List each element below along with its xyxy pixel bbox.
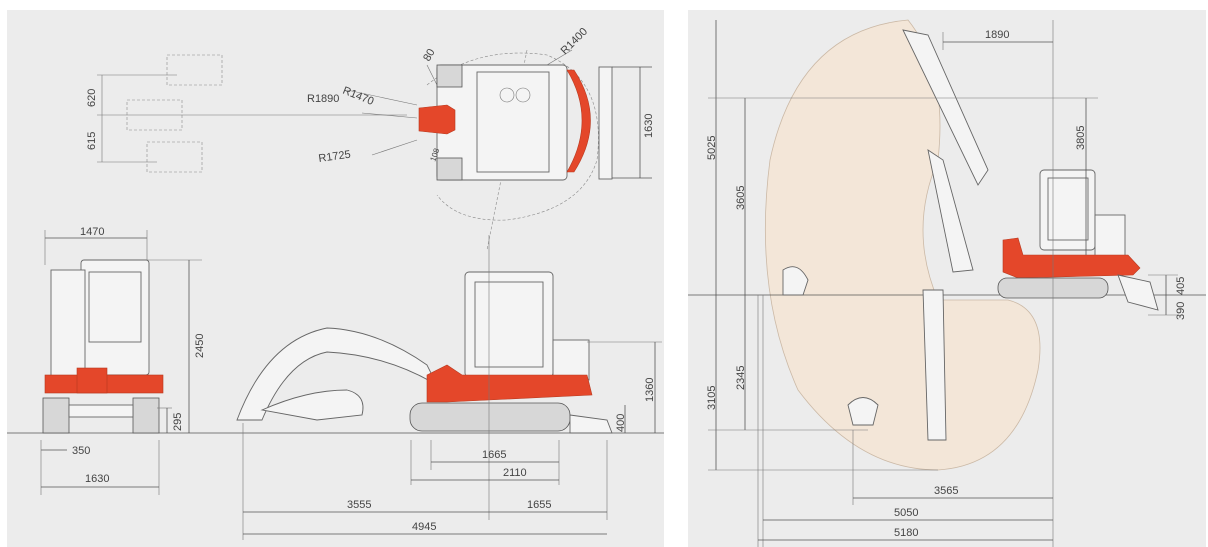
top-radius-label-1: R1470 [341, 85, 376, 108]
left-drawing-panel: R1470 R1890 R1725 R1400 80 620 615 1630 … [7, 10, 664, 547]
working-range-drawing [688, 19, 1206, 547]
side-track-height-label: 400 [615, 414, 627, 432]
range-blade-lower-label: 390 [1175, 302, 1187, 320]
right-drawing-svg: 5025 3605 3105 2345 3805 405 390 1890 35… [688, 19, 1206, 547]
right-drawing-panel: 5025 3605 3105 2345 3805 405 390 1890 35… [688, 10, 1206, 547]
top-radius-label-2: R1890 [307, 93, 339, 105]
front-height-label: 2450 [194, 334, 206, 358]
side-front-length-label: 3555 [347, 499, 371, 511]
top-radius-label-4: R1400 [559, 26, 590, 57]
range-reach-depth-label: 3565 [934, 485, 958, 497]
side-height-label: 1360 [644, 378, 656, 402]
top-offset-label-1: 620 [86, 89, 98, 107]
range-reach-ground-label: 5050 [894, 507, 918, 519]
side-track-length-label: 2110 [503, 467, 527, 479]
range-reach-top-label: 1890 [985, 29, 1009, 41]
front-overall-label: 1630 [85, 473, 109, 485]
range-vertical-depth-label: 2345 [735, 366, 747, 390]
left-drawing-svg: R1470 R1890 R1725 R1400 80 620 615 1630 … [7, 26, 664, 540]
top-offset-label-2: 615 [86, 132, 98, 150]
front-track-label: 350 [72, 445, 90, 457]
front-view-drawing [7, 230, 664, 495]
range-max-reach-label: 5180 [894, 527, 918, 539]
side-overall-length-label: 4945 [412, 521, 436, 533]
top-angle-label: 80 [421, 47, 438, 64]
range-max-depth-label: 3105 [706, 386, 718, 410]
side-tumbler-label: 1665 [482, 449, 506, 461]
range-cab-height-label: 3805 [1075, 126, 1087, 150]
top-radius-label-3: R1725 [318, 149, 352, 165]
top-view-drawing [97, 49, 652, 251]
top-small-label: 108 [428, 147, 441, 163]
top-width-label: 1630 [643, 114, 655, 138]
front-clearance-label: 295 [172, 413, 184, 431]
side-rear-length-label: 1655 [527, 499, 551, 511]
range-max-height-label: 5025 [706, 136, 718, 160]
range-blade-raise-label: 405 [1175, 277, 1187, 295]
front-width-label: 1470 [80, 226, 104, 238]
side-view-drawing [236, 235, 662, 540]
range-dump-height-label: 3605 [735, 186, 747, 210]
